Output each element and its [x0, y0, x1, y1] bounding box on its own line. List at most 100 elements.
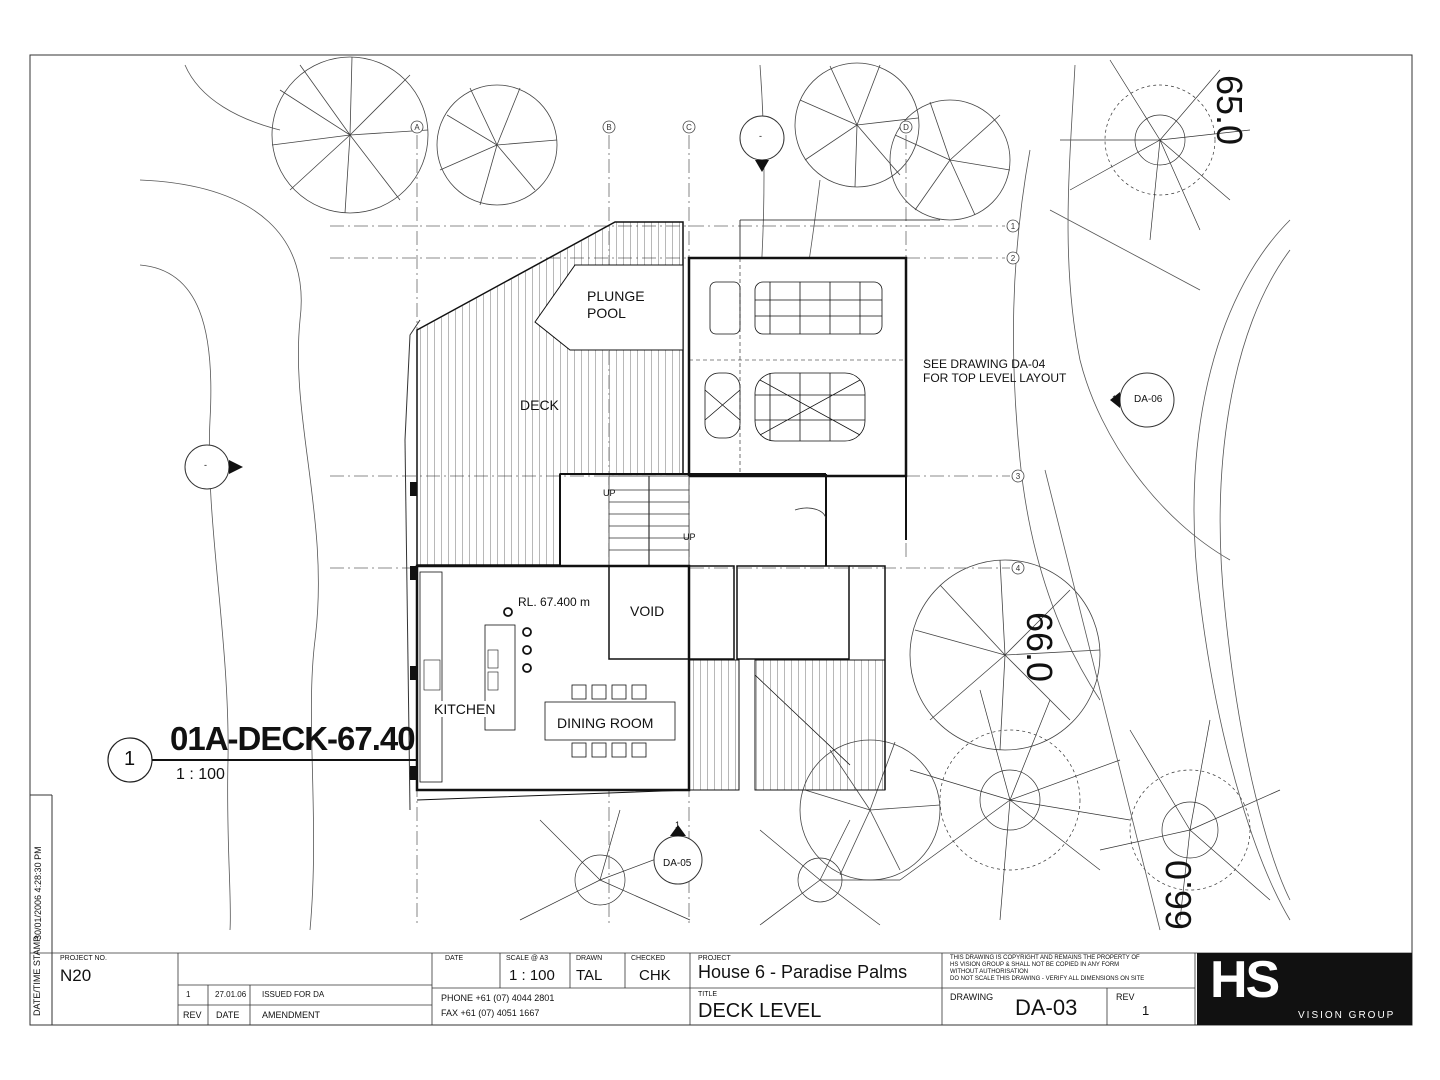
tree-2	[436, 84, 558, 206]
side-stamp-datetime: 30/01/2006 4:28:30 PM	[33, 846, 43, 940]
section-marker-left-ref: -	[204, 460, 207, 470]
view-title-marker	[107, 737, 418, 783]
dining-room-label: DINING ROOM	[557, 715, 654, 731]
view-number: 1	[124, 748, 136, 770]
rev-no-label: REV	[1116, 992, 1135, 1002]
hs-logo-box	[1197, 953, 1412, 1025]
section-marker-da05-num: 1	[675, 820, 681, 830]
rl-label: RL. 67.400 m	[518, 595, 591, 609]
palm-5	[759, 819, 900, 926]
date-col-label: DATE	[216, 1010, 240, 1020]
copyright-line-3: WITHOUT AUTHORISATION	[950, 969, 1029, 975]
palm-4	[519, 809, 691, 921]
contour-label-3: 66.0	[1158, 859, 1199, 930]
void-label: VOID	[630, 603, 665, 619]
plunge-pool-label-2: POOL	[587, 305, 626, 321]
grid-label-1: 1	[1011, 222, 1016, 231]
section-marker-da06	[1110, 372, 1175, 428]
section-marker-top-ref: -	[759, 131, 762, 141]
section-marker-da05-ref: DA-05	[663, 858, 692, 869]
contour-lines	[139, 64, 1291, 931]
grid-label-c: C	[686, 123, 692, 132]
section-marker-da06-ref: DA-06	[1134, 394, 1163, 405]
deck-area	[404, 221, 684, 811]
grid-label-2: 2	[1011, 254, 1016, 263]
grid-bubble-b	[602, 120, 616, 134]
grid-label-d: D	[903, 123, 909, 132]
section-marker-left	[184, 444, 243, 490]
car-2	[704, 372, 866, 442]
view-scale: 1 : 100	[176, 766, 225, 783]
wall-fixings	[410, 482, 417, 780]
checked-value: CHK	[639, 967, 671, 984]
drawing-title: DECK LEVEL	[698, 1000, 822, 1022]
rev-row-amendment: ISSUED FOR DA	[262, 990, 325, 999]
project-name: House 6 - Paradise Palms	[698, 962, 908, 982]
deck-label: DECK	[520, 397, 559, 413]
tree-5	[909, 559, 1101, 751]
drawn-value: TAL	[576, 967, 603, 984]
hs-logo-subtitle: VISION GROUP	[1298, 1010, 1396, 1021]
tree-1	[271, 56, 429, 214]
grid-label-4: 4	[1016, 564, 1021, 573]
palm-trees-layer	[519, 59, 1281, 926]
rev-col-label: REV	[183, 1010, 202, 1020]
dining-table	[544, 684, 676, 758]
drawing-no: DA-03	[1015, 995, 1078, 1020]
grid-label-b: B	[606, 123, 611, 132]
side-stamp-label: DATE/TIME STAMP	[32, 935, 42, 1016]
grid-bubbles	[410, 120, 1025, 575]
plunge-pool	[534, 264, 684, 351]
grid-bubble-d	[899, 120, 913, 134]
sheet-border	[29, 54, 1413, 1026]
phone: PHONE +61 (07) 4044 2801	[441, 993, 555, 1003]
project-no-label: PROJECT NO.	[60, 955, 107, 962]
grid-label-3: 3	[1016, 472, 1021, 481]
see-drawing-label-1: SEE DRAWING DA-04	[923, 357, 1046, 371]
title-label: TITLE	[698, 991, 718, 998]
section-marker-top	[739, 115, 785, 172]
section-marker-da05	[653, 825, 703, 885]
project-no: N20	[60, 966, 92, 985]
rev-row-date: 27.01.06	[215, 990, 247, 999]
project-label: PROJECT	[698, 955, 731, 962]
tree-4	[889, 99, 1011, 221]
tree-3	[794, 62, 920, 188]
contour-label-2: 66.0	[1019, 612, 1060, 683]
lower-floor	[415, 564, 886, 801]
amendment-col-label: AMENDMENT	[262, 1010, 320, 1020]
stairs	[559, 473, 907, 567]
rev-row-rev: 1	[186, 990, 191, 999]
scale-value: 1 : 100	[509, 967, 555, 984]
garage	[687, 219, 940, 478]
checked-label: CHECKED	[631, 955, 666, 962]
drawn-label: DRAWN	[576, 955, 603, 962]
scale-label: SCALE @ A3	[506, 955, 549, 962]
palm-3	[1099, 719, 1281, 921]
grid-bubble-c	[682, 120, 696, 134]
grid-label-a: A	[414, 123, 420, 132]
grid-bubble-1	[1006, 219, 1020, 233]
grid-bubble-3	[1011, 469, 1025, 483]
copyright-line-2: HS VISION GROUP & SHALL NOT BE COPIED IN…	[950, 962, 1120, 968]
copyright-line-1: THIS DRAWING IS COPYRIGHT AND REMAINS TH…	[950, 955, 1140, 961]
hs-logo: HS	[1210, 951, 1280, 1009]
drawing-no-label: DRAWING	[950, 992, 994, 1002]
fax: FAX +61 (07) 4051 1667	[441, 1008, 540, 1018]
contour-label-1: 65.0	[1209, 75, 1250, 146]
stools	[503, 607, 532, 673]
up-label-2: UP	[683, 532, 696, 542]
date-label: DATE	[445, 955, 464, 962]
up-label-1: UP	[603, 488, 616, 498]
see-drawing-label-2: FOR TOP LEVEL LAYOUT	[923, 371, 1067, 385]
grid-bubble-2	[1006, 251, 1020, 265]
copyright-line-4: DO NOT SCALE THIS DRAWING - VERIFY ALL D…	[950, 976, 1145, 982]
palm-2	[899, 689, 1131, 921]
palm-1	[1060, 59, 1251, 241]
plunge-pool-label-1: PLUNGE	[587, 288, 645, 304]
car-1	[709, 281, 883, 335]
rev-no: 1	[1142, 1003, 1150, 1018]
grid-bubble-4	[1011, 561, 1025, 575]
section-marker-da06-num: 1	[1112, 394, 1118, 404]
